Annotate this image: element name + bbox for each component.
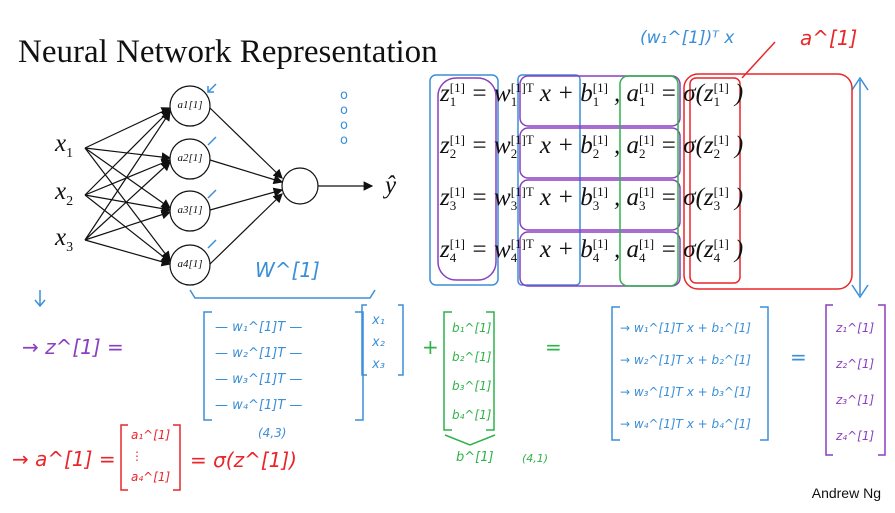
hidden-label-4: a4[1] (177, 258, 203, 270)
a-term: a[1]3 (626, 184, 655, 214)
b-term: b[1]3 (580, 184, 608, 214)
sigma-z: = σ(z^[1]) (190, 448, 297, 472)
hidden-node-2 (169, 138, 211, 180)
b-label: b^[1] (456, 450, 494, 465)
hidden-node-1 (169, 85, 211, 127)
a-lhs: → a^[1] = (12, 447, 116, 471)
b-vector: b₁^[1]b₂^[1] b₃^[1]b₄^[1] (452, 321, 492, 422)
W-matrix-rows: — w₁^[1]T —— w₂^[1]T — — w₃^[1]T —— w₄^[… (215, 320, 303, 413)
z-term: z[1]2 (440, 132, 465, 162)
W-label: W^[1] (255, 258, 320, 282)
equals-sign-1: = (545, 335, 562, 359)
z-term: z[1]3 (440, 184, 465, 214)
output-label: ŷ (385, 172, 397, 199)
network-edges (84, 107, 374, 267)
hidden-node-3 (169, 190, 211, 232)
b-term: b[1]1 (580, 80, 608, 110)
nodes-hint: o o o o (340, 88, 348, 148)
author-credit: Andrew Ng (811, 485, 881, 501)
wT-x-annotation: (w₁^[1])ᵀ x (640, 28, 735, 48)
red-annotations (120, 41, 853, 491)
a-term: a[1]2 (626, 132, 655, 162)
plus-sign: + (422, 335, 439, 359)
blue-annotations (34, 74, 869, 441)
W-shape: (4,3) (258, 426, 287, 440)
a-term: a[1]1 (626, 80, 655, 110)
a-vector: a₁^[1]⋮a₄^[1] (131, 428, 171, 484)
z-term: z[1]4 (440, 236, 465, 266)
a-term: a[1]4 (626, 236, 655, 266)
a-annotation: a^[1] (800, 26, 858, 50)
output-node (281, 167, 319, 205)
hidden-label-3: a3[1] (177, 204, 203, 216)
input-x1: x1 (55, 130, 74, 161)
hidden-label-2: a2[1] (177, 152, 203, 164)
z-lhs: → z^[1] = (22, 335, 124, 359)
hidden-node-4 (169, 244, 211, 286)
input-x3: x3 (55, 224, 74, 255)
result-vector: → w₁^[1]T x + b₁^[1]→ w₂^[1]T x + b₂^[1]… (620, 321, 751, 431)
hidden-label-1: a1[1] (177, 99, 203, 111)
green-annotations (443, 75, 679, 446)
z-term: z[1]1 (440, 80, 465, 110)
input-x2: x2 (55, 178, 74, 209)
purple-annotations (437, 75, 886, 456)
z-vector: z₁^[1]z₂^[1] z₃^[1]z₄^[1] (836, 321, 875, 443)
equals-sign-2: = (790, 345, 807, 369)
b-shape: (4,1) (522, 452, 549, 465)
slide-title: Neural Network Representation (18, 34, 438, 70)
b-term: b[1]4 (580, 236, 608, 266)
b-term: b[1]2 (580, 132, 608, 162)
